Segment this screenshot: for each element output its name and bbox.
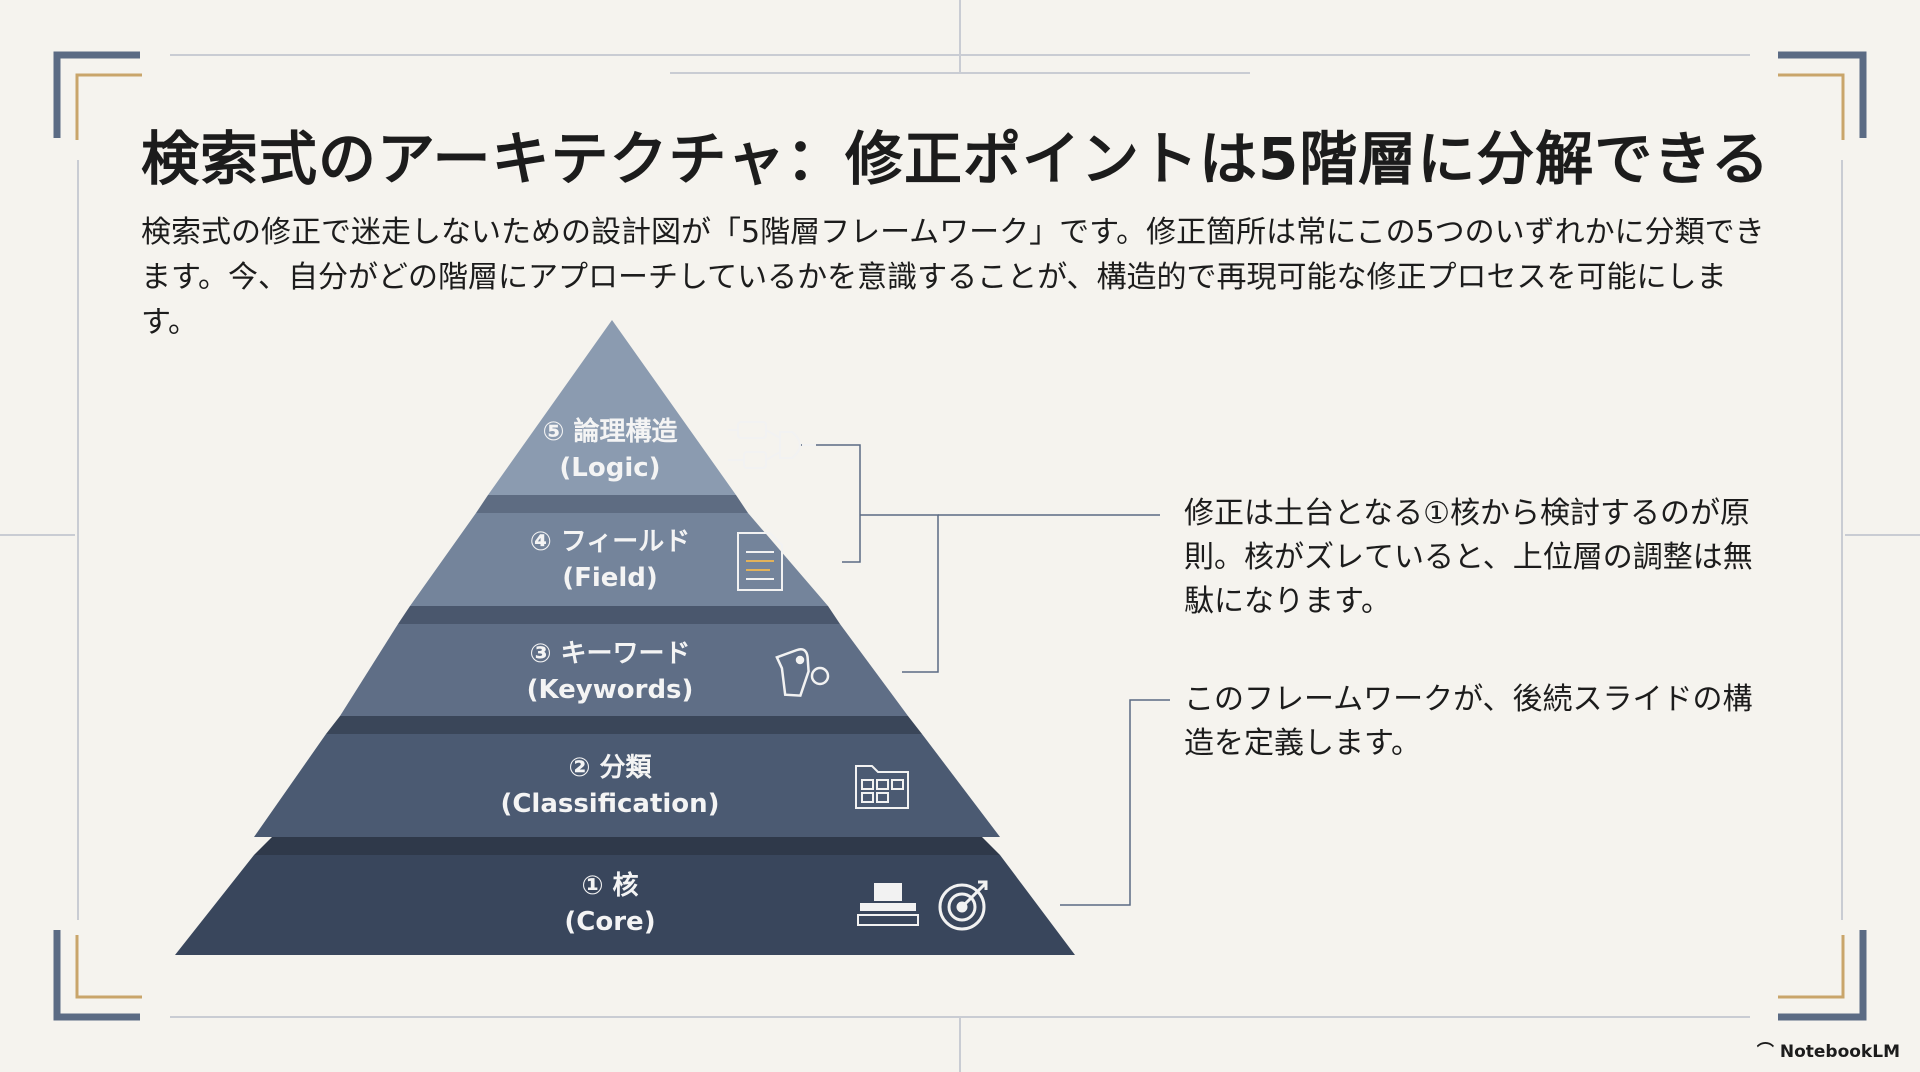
layer-label-logic: ⑤ 論理構造 (Logic)	[440, 414, 780, 486]
pyramid-rim	[254, 837, 1000, 855]
layer-label-keywords: ③ キーワード (Keywords)	[440, 636, 780, 708]
layer-label-field: ④ フィールド (Field)	[440, 524, 780, 596]
layer-subtitle: (Core)	[564, 907, 656, 937]
pyramid-layer-logic	[488, 320, 736, 495]
pyramid-layer-classification	[254, 734, 1000, 837]
document-icon	[737, 532, 783, 591]
layer-title: ⑤ 論理構造	[542, 417, 678, 447]
notebooklm-logo-icon: ⌒	[1756, 1042, 1774, 1062]
pyramid-rim	[326, 716, 922, 734]
intro-paragraph: 検索式の修正で迷走しないための設計図が「5階層フレームワーク」です。修正箇所は常…	[141, 215, 1765, 340]
note-framework: このフレームワークが、後続スライドの構造を定義します。	[1184, 682, 1753, 761]
layer-label-core: ① 核 (Core)	[440, 868, 780, 940]
pyramid-layer-core	[175, 855, 1075, 955]
stage-icon	[857, 883, 919, 926]
layer-title: ③ キーワード	[529, 639, 691, 669]
layer-subtitle: (Logic)	[559, 453, 661, 483]
layer-title: ① 核	[581, 871, 639, 901]
layer-label-classification: ② 分類 (Classification)	[440, 750, 780, 822]
brand-watermark: ⌒ NotebookLM	[1757, 1037, 1900, 1062]
pyramid-rim	[476, 495, 748, 513]
logic-gate-icon	[728, 421, 816, 469]
brand-label: NotebookLM	[1779, 1042, 1900, 1062]
folder-grid-icon	[855, 765, 909, 809]
note-core-principle: 修正は土台となる①核から検討するのが原則。核がズレていると、上位層の調整は無駄に…	[1184, 496, 1753, 619]
layer-subtitle: (Keywords)	[526, 675, 694, 705]
layer-subtitle: (Field)	[562, 563, 658, 593]
pyramid-layer-field	[410, 513, 828, 606]
layer-title: ② 分類	[568, 753, 652, 783]
target-icon	[938, 880, 988, 931]
slide-title: 検索式のアーキテクチャ：修正ポイントは5階層に分解できる	[141, 125, 1771, 193]
pyramid-layer-keywords	[340, 624, 908, 716]
tag-icon	[775, 648, 830, 697]
layer-title: ④ フィールド	[529, 527, 691, 557]
layer-subtitle: (Classification)	[500, 789, 720, 819]
connector-lines	[800, 444, 1170, 906]
pyramid-rim	[398, 606, 840, 624]
